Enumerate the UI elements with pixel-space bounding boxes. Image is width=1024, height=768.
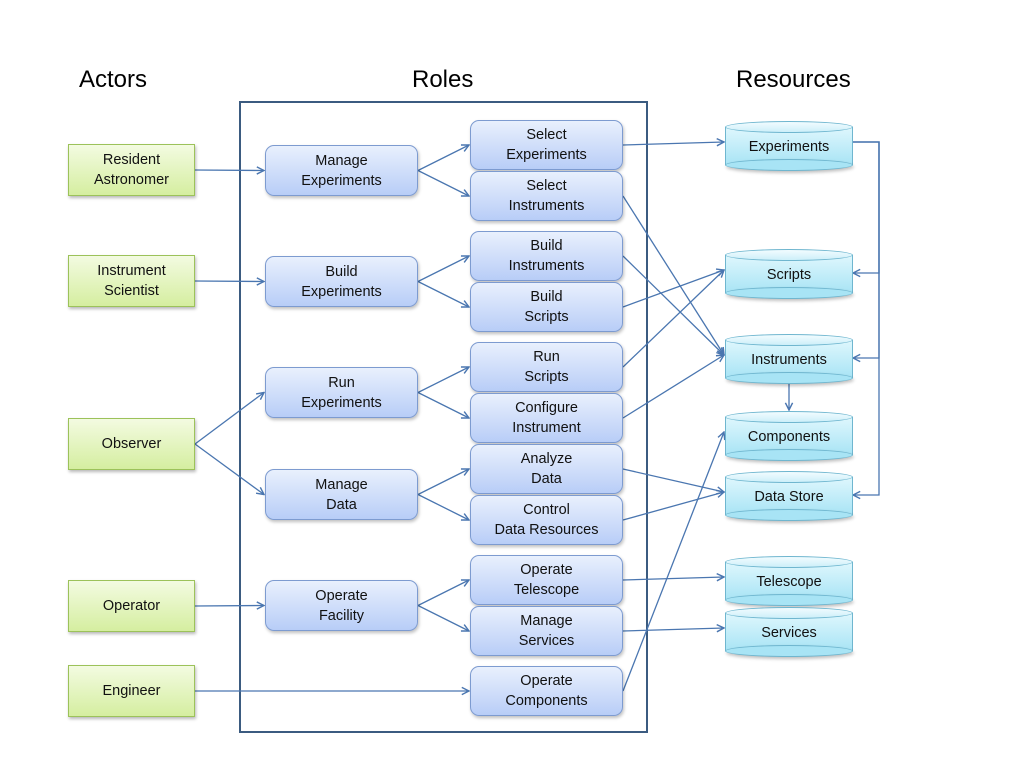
role-manage-data[interactable]: Manage Data [265, 469, 418, 520]
role-operate-facility[interactable]: Operate Facility [265, 580, 418, 631]
arrow-run-scripts-to-scripts [622, 270, 724, 368]
subrole-operate-telescope[interactable]: Operate Telescope [470, 555, 623, 605]
resource-telescope-label: Telescope [756, 574, 822, 590]
role-build-experiments[interactable]: Build Experiments [265, 256, 418, 307]
arrow-operate-components-to-components [622, 432, 724, 692]
arrow-operate-facility-to-operate-telescope [417, 580, 469, 607]
subrole-build-instruments[interactable]: Build Instruments [470, 231, 623, 281]
arrow-manage-services-to-services [622, 628, 724, 631]
resource-instruments[interactable]: Instruments [725, 334, 853, 384]
arrow-resident-astronomer-to-manage-experiments [194, 170, 264, 171]
role-manage-experiments[interactable]: Manage Experiments [265, 145, 418, 196]
actor-observer[interactable]: Observer [68, 418, 195, 470]
subrole-select-instruments[interactable]: Select Instruments [470, 171, 623, 221]
subrole-analyze-data[interactable]: Analyze Data [470, 444, 623, 494]
heading-resources: Resources [736, 66, 851, 93]
resource-components[interactable]: Components [725, 411, 853, 461]
subrole-operate-components[interactable]: Operate Components [470, 666, 623, 716]
resource-instruments-label: Instruments [751, 352, 827, 368]
arrow-operate-telescope-to-telescope [622, 577, 724, 580]
arrow-analyze-data-to-data-store [622, 468, 724, 492]
arrow-operate-facility-to-manage-services [417, 604, 469, 632]
resource-telescope[interactable]: Telescope [725, 556, 853, 606]
subrole-select-experiments[interactable]: Select Experiments [470, 120, 623, 170]
subrole-control-data-resources[interactable]: Control Data Resources [470, 495, 623, 545]
heading-actors: Actors [79, 66, 148, 93]
actor-instrument-scientist[interactable]: Instrument Scientist [68, 255, 195, 307]
resource-data-store-label: Data Store [754, 489, 824, 505]
arrow-experiments-to-data-store [853, 141, 880, 495]
actor-resident-astronomer[interactable]: Resident Astronomer [68, 144, 195, 196]
actor-operator[interactable]: Operator [68, 580, 195, 632]
heading-roles: Roles [412, 66, 474, 93]
arrow-select-experiments-to-experiments [622, 142, 724, 145]
subrole-build-scripts[interactable]: Build Scripts [470, 282, 623, 332]
resource-experiments[interactable]: Experiments [725, 121, 853, 171]
subrole-run-scripts[interactable]: Run Scripts [470, 342, 623, 392]
roles-frame [239, 101, 648, 733]
arrow-manage-experiments-to-select-experiments [417, 145, 469, 172]
subrole-configure-instrument[interactable]: Configure Instrument [470, 393, 623, 443]
resource-data-store[interactable]: Data Store [725, 471, 853, 521]
arrow-manage-data-to-analyze-data [417, 469, 469, 496]
resource-experiments-label: Experiments [748, 139, 830, 155]
arrow-observer-to-manage-data [194, 443, 264, 495]
arrow-control-data-resources-to-data-store [622, 492, 724, 521]
resource-services-label: Services [761, 625, 817, 641]
arrow-run-experiments-to-run-scripts [417, 367, 469, 394]
arrow-build-scripts-to-scripts [622, 270, 724, 308]
role-run-experiments[interactable]: Run Experiments [265, 367, 418, 418]
arrow-manage-experiments-to-select-instruments [417, 169, 469, 197]
arrow-observer-to-run-experiments [194, 393, 264, 445]
actor-engineer[interactable]: Engineer [68, 665, 195, 717]
subrole-manage-services[interactable]: Manage Services [470, 606, 623, 656]
resource-services[interactable]: Services [725, 607, 853, 657]
arrow-build-experiments-to-build-scripts [417, 280, 469, 308]
resource-scripts[interactable]: Scripts [725, 249, 853, 299]
resource-components-label: Components [747, 429, 831, 445]
arrow-experiments-to-instruments [853, 141, 880, 358]
arrow-configure-instrument-to-instruments [622, 355, 724, 419]
arrow-operator-to-operate-facility [194, 606, 264, 607]
arrow-build-experiments-to-build-instruments [417, 256, 469, 283]
arrow-experiments-to-scripts [853, 141, 880, 273]
arrow-select-instruments-to-instruments [622, 195, 724, 355]
arrow-instrument-scientist-to-build-experiments [194, 281, 264, 282]
arrow-build-instruments-to-instruments [622, 255, 724, 355]
resource-scripts-label: Scripts [766, 267, 812, 283]
arrow-run-experiments-to-configure-instrument [417, 391, 469, 419]
arrow-manage-data-to-control-data-resources [417, 493, 469, 521]
